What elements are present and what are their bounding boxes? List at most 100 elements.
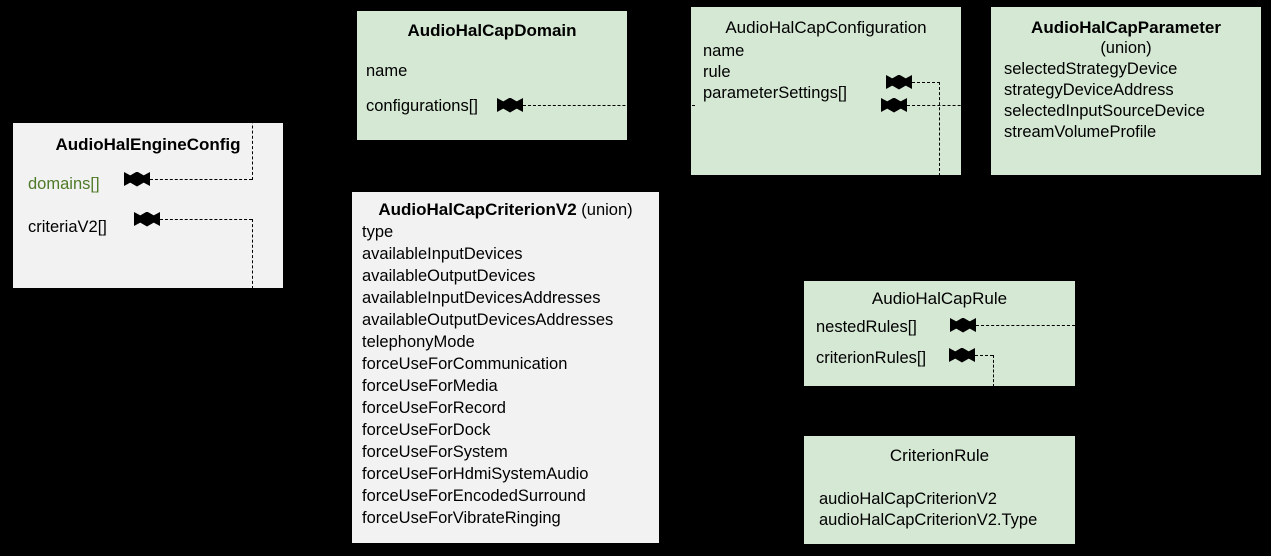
- class-title-audiohalcaprule: AudioHalCapRule: [804, 281, 1075, 309]
- attribute-label: forceUseForVibrateRinging: [362, 509, 561, 527]
- attribute-selectedstrategydevice[interactable]: selectedStrategyDevice: [991, 59, 1261, 80]
- attribute-forceuseforrecord[interactable]: forceUseForRecord: [352, 397, 659, 419]
- attribute-parametersettings[interactable]: parameterSettings[]: [691, 83, 961, 104]
- class-title-text: AudioHalEngineConfig: [55, 135, 241, 154]
- attribute-label: availableInputDevicesAddresses: [362, 289, 601, 307]
- composition-diamond-domains: [124, 172, 150, 186]
- attribute-label: forceUseForMedia: [362, 377, 498, 395]
- attribute-telephonymode[interactable]: telephonyMode: [352, 331, 659, 353]
- link-rule-horizontal: [912, 82, 940, 83]
- attribute-label: selectedStrategyDevice: [1004, 60, 1178, 78]
- class-title-text: AudioHalCapDomain: [407, 21, 577, 40]
- composition-diamond-rule: [886, 75, 912, 89]
- class-title-criterionrule: CriterionRule: [804, 436, 1075, 466]
- attribute-label: availableInputDevices: [362, 245, 523, 263]
- attribute-strategydeviceaddress[interactable]: strategyDeviceAddress: [991, 80, 1261, 101]
- class-title-audiohalcapdomain: AudioHalCapDomain: [357, 11, 627, 41]
- attribute-forceusefordock[interactable]: forceUseForDock: [352, 419, 659, 441]
- attribute-label: strategyDeviceAddress: [1004, 81, 1174, 99]
- attribute-label: criterionRules[]: [816, 349, 927, 367]
- attribute-audiohalcapcriterionv2-type[interactable]: audioHalCapCriterionV2.Type: [804, 510, 1075, 531]
- class-title-text: AudioHalCapParameter: [1031, 18, 1221, 37]
- attribute-label: availableOutputDevicesAddresses: [362, 311, 614, 329]
- class-subtitle-text: (union): [1100, 39, 1152, 57]
- attribute-label: forceUseForEncodedSurround: [362, 487, 586, 505]
- composition-diamond-parametersettings: [881, 98, 907, 112]
- link-parametersettings-horizontal: [907, 105, 991, 106]
- attribute-rule[interactable]: rule: [691, 62, 961, 83]
- attribute-type[interactable]: type: [352, 221, 659, 243]
- attribute-label: parameterSettings[]: [703, 84, 847, 102]
- class-title-text: AudioHalCapConfiguration: [725, 18, 927, 37]
- attribute-label: forceUseForRecord: [362, 399, 506, 417]
- link-criteriav2-horizontal: [160, 219, 252, 220]
- class-box-audiohalcapparameter[interactable]: AudioHalCapParameter (union) selectedStr…: [991, 7, 1261, 175]
- attribute-forceuseforsystem[interactable]: forceUseForSystem: [352, 441, 659, 463]
- attribute-label: audioHalCapCriterionV2.Type: [819, 511, 1038, 529]
- attribute-label: domains[]: [28, 175, 100, 193]
- class-subtitle-union: (union): [576, 201, 633, 219]
- attribute-selectedinputsourcedevice[interactable]: selectedInputSourceDevice: [991, 101, 1261, 122]
- link-criterionrules-vertical: [993, 355, 994, 387]
- class-title-text: CriterionRule: [889, 446, 990, 465]
- attribute-name[interactable]: name: [691, 38, 961, 62]
- attribute-label: type: [362, 223, 394, 241]
- attribute-configurations[interactable]: configurations[]: [357, 81, 627, 116]
- attribute-label: nestedRules[]: [816, 318, 917, 336]
- composition-diamond-criteriav2: [134, 212, 160, 226]
- class-subtitle-union: (union): [991, 38, 1261, 59]
- attribute-label: forceUseForHdmiSystemAudio: [362, 465, 589, 483]
- class-title-text: AudioHalCapRule: [871, 289, 1008, 308]
- attribute-streamvolumeprofile[interactable]: streamVolumeProfile: [991, 122, 1261, 143]
- attribute-label: selectedInputSourceDevice: [1004, 102, 1205, 120]
- link-configurations-horizontal: [523, 105, 695, 106]
- class-title-audiohalcapparameter: AudioHalCapParameter: [991, 7, 1261, 38]
- attribute-forceuseformedia[interactable]: forceUseForMedia: [352, 375, 659, 397]
- class-box-audiohalcapconfiguration[interactable]: AudioHalCapConfiguration name rule param…: [691, 7, 961, 175]
- attribute-availableoutputdevicesaddresses[interactable]: availableOutputDevicesAddresses: [352, 309, 659, 331]
- attribute-label: forceUseForDock: [362, 421, 491, 439]
- class-box-audiohalcapdomain[interactable]: AudioHalCapDomain name configurations[]: [357, 11, 627, 140]
- composition-diamond-configurations: [497, 98, 523, 112]
- class-box-audiohalcaprule[interactable]: AudioHalCapRule nestedRules[] criterionR…: [804, 281, 1075, 386]
- attribute-forceuseforvibrateringing[interactable]: forceUseForVibrateRinging: [352, 507, 659, 529]
- attribute-domains[interactable]: domains[]: [13, 155, 283, 194]
- attribute-nestedrules[interactable]: nestedRules[]: [804, 309, 1075, 338]
- attribute-label: rule: [703, 63, 731, 81]
- attribute-label: streamVolumeProfile: [1004, 123, 1157, 141]
- attribute-label: criteriaV2[]: [28, 218, 107, 236]
- attribute-availableoutputdevices[interactable]: availableOutputDevices: [352, 265, 659, 287]
- class-box-audiohalengineconfig[interactable]: AudioHalEngineConfig domains[] criteriaV…: [13, 123, 283, 288]
- attribute-name[interactable]: name: [357, 41, 627, 81]
- class-title-audiohalcapcriterionv2: AudioHalCapCriterionV2 (union): [352, 192, 659, 221]
- attribute-label: telephonyMode: [362, 333, 475, 351]
- link-criteriav2-vertical: [252, 219, 253, 289]
- link-rule-vertical: [939, 82, 940, 176]
- link-criterionrules-horizontal: [975, 355, 993, 356]
- attribute-label: availableOutputDevices: [362, 267, 536, 285]
- link-domains-horizontal: [150, 179, 252, 180]
- attribute-forceuseforhdmisystemaudio[interactable]: forceUseForHdmiSystemAudio: [352, 463, 659, 485]
- attribute-forceuseforencodedsurround[interactable]: forceUseForEncodedSurround: [352, 485, 659, 507]
- attribute-audiohalcapcriterionv2[interactable]: audioHalCapCriterionV2: [804, 466, 1075, 510]
- attribute-criteriav2[interactable]: criteriaV2[]: [13, 194, 283, 237]
- attribute-availableinputdevicesaddresses[interactable]: availableInputDevicesAddresses: [352, 287, 659, 309]
- class-box-audiohalcapcriterionv2[interactable]: AudioHalCapCriterionV2 (union) type avai…: [352, 192, 659, 543]
- class-box-criterionrule[interactable]: CriterionRule audioHalCapCriterionV2 aud…: [804, 436, 1075, 544]
- attribute-label: forceUseForSystem: [362, 443, 508, 461]
- class-title-text: AudioHalCapCriterionV2: [378, 200, 577, 219]
- attribute-criterionrules[interactable]: criterionRules[]: [804, 338, 1075, 369]
- class-title-audiohalcapconfiguration: AudioHalCapConfiguration: [691, 7, 961, 38]
- attribute-label: audioHalCapCriterionV2: [819, 490, 997, 508]
- attribute-label: configurations[]: [366, 97, 478, 115]
- attribute-forceuseforcommunication[interactable]: forceUseForCommunication: [352, 353, 659, 375]
- link-domains-vertical: [252, 110, 253, 180]
- composition-diamond-criterionrules: [949, 348, 975, 362]
- attribute-label: name: [366, 62, 408, 80]
- attribute-label: name: [703, 42, 745, 60]
- composition-diamond-nestedrules: [950, 318, 976, 332]
- class-title-audiohalengineconfig: AudioHalEngineConfig: [13, 123, 283, 155]
- attribute-availableinputdevices[interactable]: availableInputDevices: [352, 243, 659, 265]
- link-nestedrules-horizontal: [976, 325, 1075, 326]
